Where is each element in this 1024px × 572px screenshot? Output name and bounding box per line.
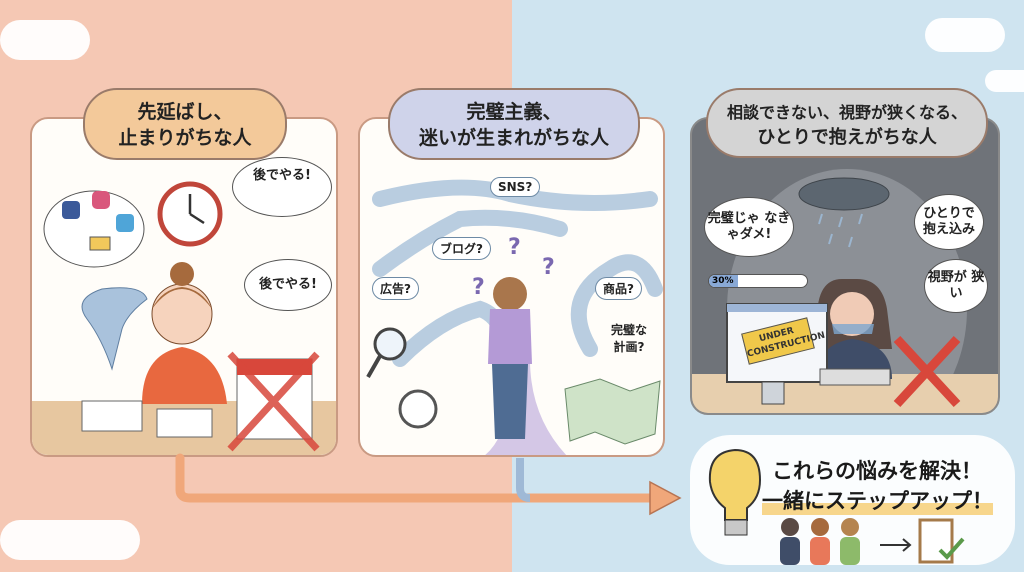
arrow-right-icon [880, 538, 912, 552]
instagram-icon [92, 191, 110, 209]
procrastination-illustration [32, 181, 336, 455]
tornado [81, 287, 148, 371]
thought-bubble-alone: ひとりで 抱え込み [914, 194, 984, 250]
title-line-2: 迷いが生まれがちな人 [418, 127, 609, 149]
title-line-2: 止まりがちな人 [118, 127, 252, 149]
title-line-1: 完璧主義、 [466, 101, 562, 123]
cloud [985, 70, 1024, 92]
solution-line-1: これらの悩みを解決！ [772, 459, 982, 483]
question-mark: ? [542, 255, 555, 280]
woman-body [142, 347, 227, 404]
maze-label-sns: SNS? [490, 177, 541, 197]
mail-icon [89, 236, 111, 251]
title-line-2: ひとりで抱えがちな人 [757, 127, 937, 148]
document [156, 408, 213, 438]
thought-bubble-narrow-view: 視野が 狭い [924, 259, 988, 313]
thought-bubble-must-be-perfect: 完璧じゃ なきゃダメ! [704, 197, 794, 257]
question-mark: ? [508, 235, 521, 260]
lightbulb-icon [708, 448, 762, 536]
arrow-line-2 [516, 458, 531, 502]
person-3 [841, 518, 859, 536]
maze-label-ads: 広告? [372, 277, 419, 300]
red-cross-icon [227, 351, 320, 452]
twitter-icon [116, 214, 134, 232]
person-head [493, 277, 527, 311]
compass-icon [398, 389, 438, 429]
maze-label-blog: ブログ? [432, 237, 491, 260]
person-1 [781, 518, 799, 536]
cloud [925, 18, 1005, 52]
person-2 [811, 518, 829, 536]
checklist-icon [918, 518, 954, 564]
magnifier-icon [373, 327, 407, 361]
panel-title-isolation: 相談できない、視野が狭くなる、 ひとりで抱えがちな人 [706, 88, 988, 158]
team-to-checklist [780, 518, 965, 565]
cloud [0, 20, 90, 60]
panel-isolation: 30% UNDER CONSTRUCTION 完璧じゃ なきゃダメ! ひとりで … [690, 117, 1000, 415]
title-line-1: 先延ばし、 [137, 101, 233, 123]
question-mark: ? [472, 275, 485, 300]
red-cross-icon [893, 335, 961, 408]
title-line-1: 相談できない、視野が狭くなる、 [726, 103, 967, 122]
panel-title-perfectionism: 完璧主義、 迷いが生まれがちな人 [388, 88, 640, 160]
cloud [0, 520, 140, 560]
progress-fill: 30% [709, 275, 739, 287]
maze-label-product: 商品? [595, 277, 642, 300]
panel-perfectionism: ? ? ? SNS? ブログ? 広告? 商品? 完璧な計画? [358, 117, 665, 457]
paper-stack [81, 400, 143, 432]
thought-bubble-later-1: 後でやる! [232, 157, 332, 217]
panel-procrastination: 後でやる! 後でやる! [30, 117, 338, 457]
map-icon [564, 378, 661, 445]
solution-box: これらの悩みを解決！ 一緒にステップアップ！ [690, 435, 1015, 565]
speech-bubble-later-2: 後でやる! [244, 259, 332, 311]
arrow-head [649, 480, 682, 516]
progress-bar: 30% [708, 274, 808, 288]
person-body [488, 309, 532, 364]
panel-title-procrastination: 先延ばし、 止まりがちな人 [83, 88, 287, 160]
maze-label-perfect-plan: 完璧な計画? [610, 323, 647, 354]
rain-cloud [798, 177, 890, 211]
facebook-icon [62, 201, 80, 219]
arrow-line-1 [175, 453, 665, 503]
solution-line-2: 一緒にステップアップ！ [762, 485, 993, 515]
keyboard [819, 368, 891, 386]
